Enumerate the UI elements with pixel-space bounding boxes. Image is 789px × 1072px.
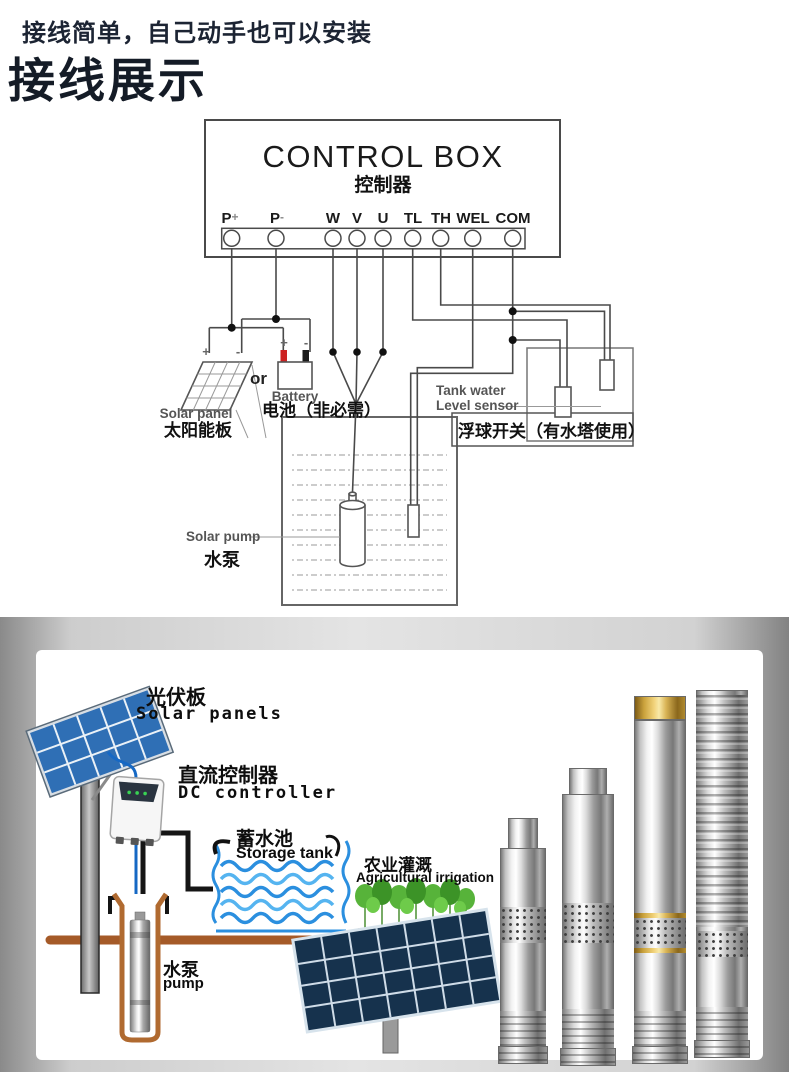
svg-text:+: +: [202, 344, 210, 359]
svg-text:+: +: [280, 335, 288, 350]
well-pump: [129, 911, 151, 1033]
svg-text:P+: P+: [221, 210, 238, 227]
storage-tank: [211, 834, 351, 933]
product-pump-3: [632, 696, 688, 1068]
battery-negative-terminal: [302, 350, 309, 363]
solar-panel-symbol: + -: [179, 344, 267, 439]
control-box-title: CONTROL BOX: [263, 139, 504, 174]
product-pump-4: [694, 690, 750, 1060]
battery-symbol: + -: [277, 335, 313, 390]
irrigation-label-en: Agricultural irrigation: [356, 870, 495, 885]
tank-sensor-label-1: Tank water: [436, 383, 506, 398]
svg-text:W: W: [326, 210, 341, 227]
small-solar-panel: [25, 685, 175, 798]
battery-positive-terminal: [280, 350, 287, 363]
storage-tank-label-en: Storage tank: [236, 845, 333, 862]
float-switch-label: 浮球开关（有水塔使用）: [458, 421, 645, 441]
svg-text:TH: TH: [431, 210, 451, 227]
water-pipe: [140, 830, 213, 897]
dc-controller-box: [109, 775, 165, 847]
float-switch-box: [526, 347, 634, 442]
svg-text:WEL: WEL: [456, 210, 489, 227]
water-tank: [281, 416, 458, 606]
pump-label-zh: 水泵: [163, 960, 199, 980]
pump-symbol: [339, 491, 366, 568]
irrigation-label-zh: 农业灌溉: [364, 856, 432, 875]
or-label: or: [250, 369, 267, 388]
solar-pump-label-zh: 水泵: [204, 549, 240, 570]
terminal-labels: P+ P- W V U TL TH WEL COM: [221, 210, 530, 227]
dc-controller-label-en: DC controller: [178, 783, 338, 803]
wires: [208, 248, 611, 505]
product-pump-1: [498, 818, 548, 1065]
pump-label-en: pump: [163, 975, 204, 992]
svg-text:P-: P-: [270, 210, 284, 227]
solar-pump-label-en: Solar pump: [186, 529, 260, 544]
svg-text:TL: TL: [404, 210, 422, 227]
pump-outlet-cap: [508, 818, 538, 850]
pump-brass-cap: [634, 696, 686, 720]
installation-illustration: 光伏板 Solar panels 直流控制器 DC controller 蓄水池…: [0, 617, 789, 1072]
dc-wire: [106, 751, 138, 779]
battery-label-en: Battery: [272, 389, 319, 404]
control-box-subtitle: 控制器: [354, 173, 412, 196]
tank-sensor-label-2: Level sensor: [436, 398, 519, 413]
solar-panels-label-en: Solar panels: [136, 704, 283, 724]
svg-text:V: V: [352, 210, 362, 227]
float-switch-label-box: [451, 412, 634, 447]
svg-text:COM: COM: [496, 210, 531, 227]
solar-panel-label-en: Solar panel: [160, 406, 233, 421]
dc-controller-label-zh: 直流控制器: [178, 765, 278, 787]
terminal-strip: [222, 229, 522, 248]
svg-text:U: U: [378, 210, 389, 227]
battery-label-zh: 电池（非必需）: [262, 400, 381, 420]
solar-panel-label-zh: 太阳能板: [164, 420, 233, 440]
tank-level-sensor: [407, 504, 420, 538]
illustration-scene: [25, 685, 503, 1054]
float-sensor-left: [554, 386, 572, 418]
page-title: 接线展示: [8, 54, 208, 107]
solar-panels-label-zh: 光伏板: [146, 687, 206, 709]
control-box: CONTROL BOX 控制器: [204, 119, 561, 258]
float-sensor-right: [599, 359, 615, 391]
wiring-diagram: CONTROL BOX 控制器: [160, 119, 645, 606]
big-solar-panel: [291, 907, 503, 1034]
product-pump-2: [560, 768, 616, 1068]
tagline: 接线简单，自己动手也可以安装: [22, 20, 372, 47]
svg-text:-: -: [304, 335, 308, 350]
storage-tank-label-zh: 蓄水池: [236, 829, 294, 850]
irrigation-plants: [355, 878, 475, 928]
svg-text:-: -: [236, 344, 240, 359]
pump-top-cap: [569, 768, 607, 796]
